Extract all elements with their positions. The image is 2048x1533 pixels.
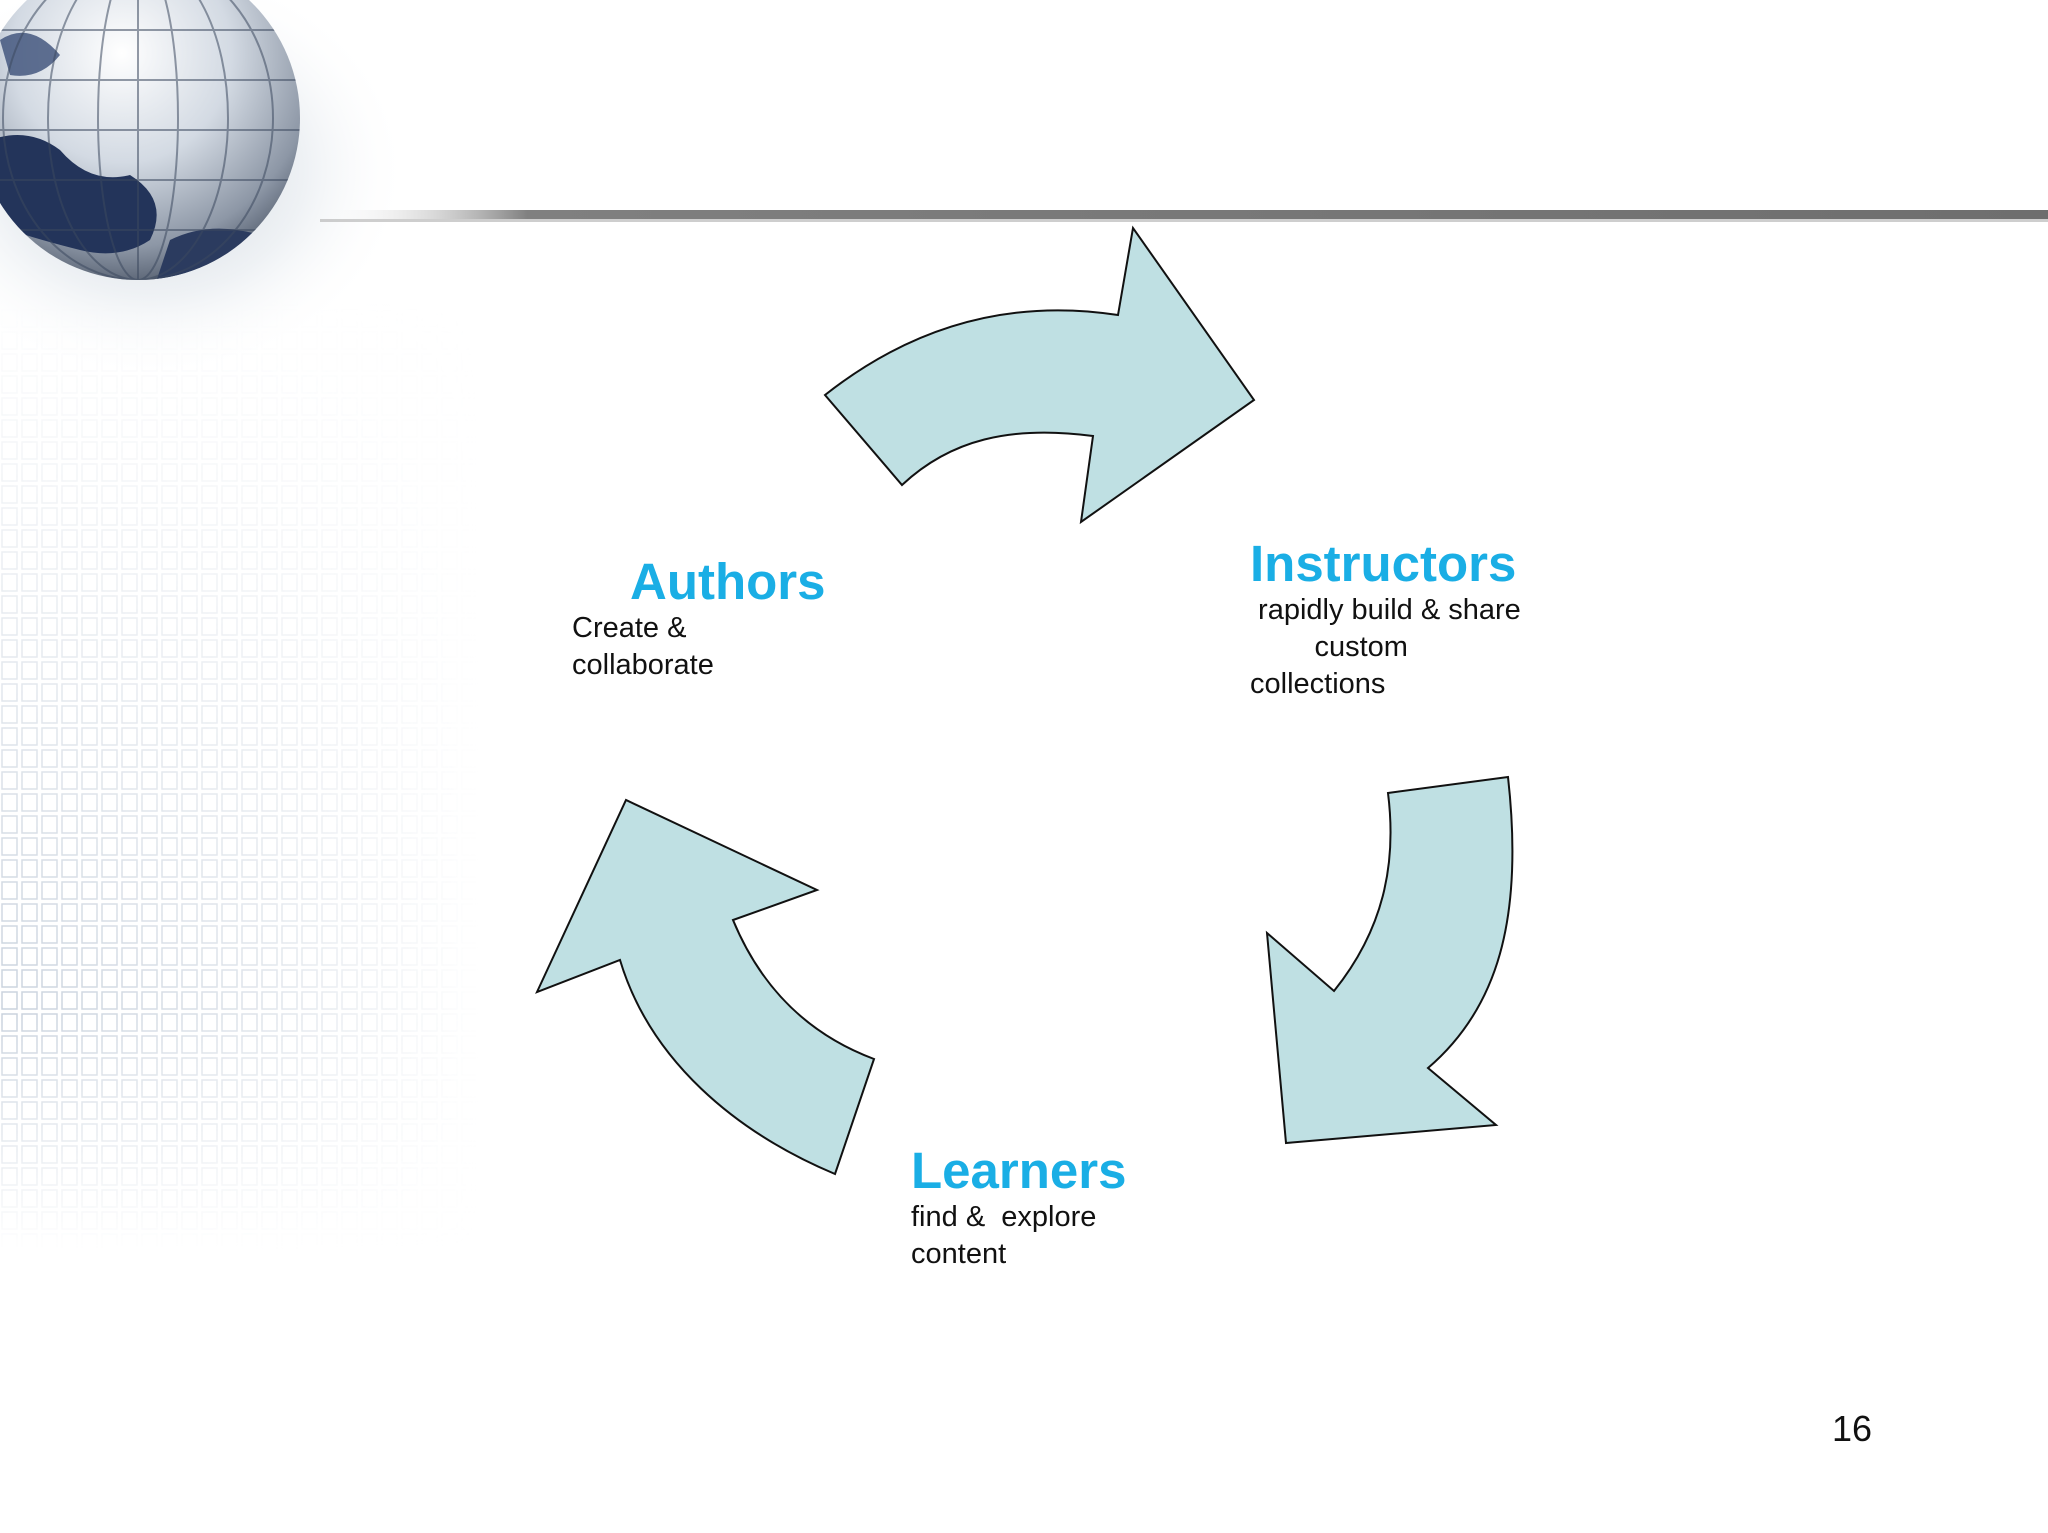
arrow-authors-to-instructors <box>823 225 1256 525</box>
node-instructors-description: rapidly build & share custom collections <box>1250 594 1521 701</box>
node-learners: Learners find & explore content <box>911 1142 1127 1273</box>
node-authors-title: Authors <box>630 553 826 610</box>
node-instructors-title: Instructors <box>1250 535 1517 592</box>
node-authors: Authors Create & collaborate <box>572 553 826 684</box>
arrow-instructors-to-learners <box>1265 775 1514 1145</box>
node-authors-description: Create & collaborate <box>572 612 714 682</box>
arrow-learners-to-authors <box>535 798 876 1176</box>
node-learners-description: find & explore content <box>911 1201 1097 1271</box>
node-instructors: Instructors rapidly build & share custom… <box>1250 535 1521 703</box>
node-learners-title: Learners <box>911 1142 1127 1199</box>
page-number: 16 <box>1832 1408 1873 1449</box>
